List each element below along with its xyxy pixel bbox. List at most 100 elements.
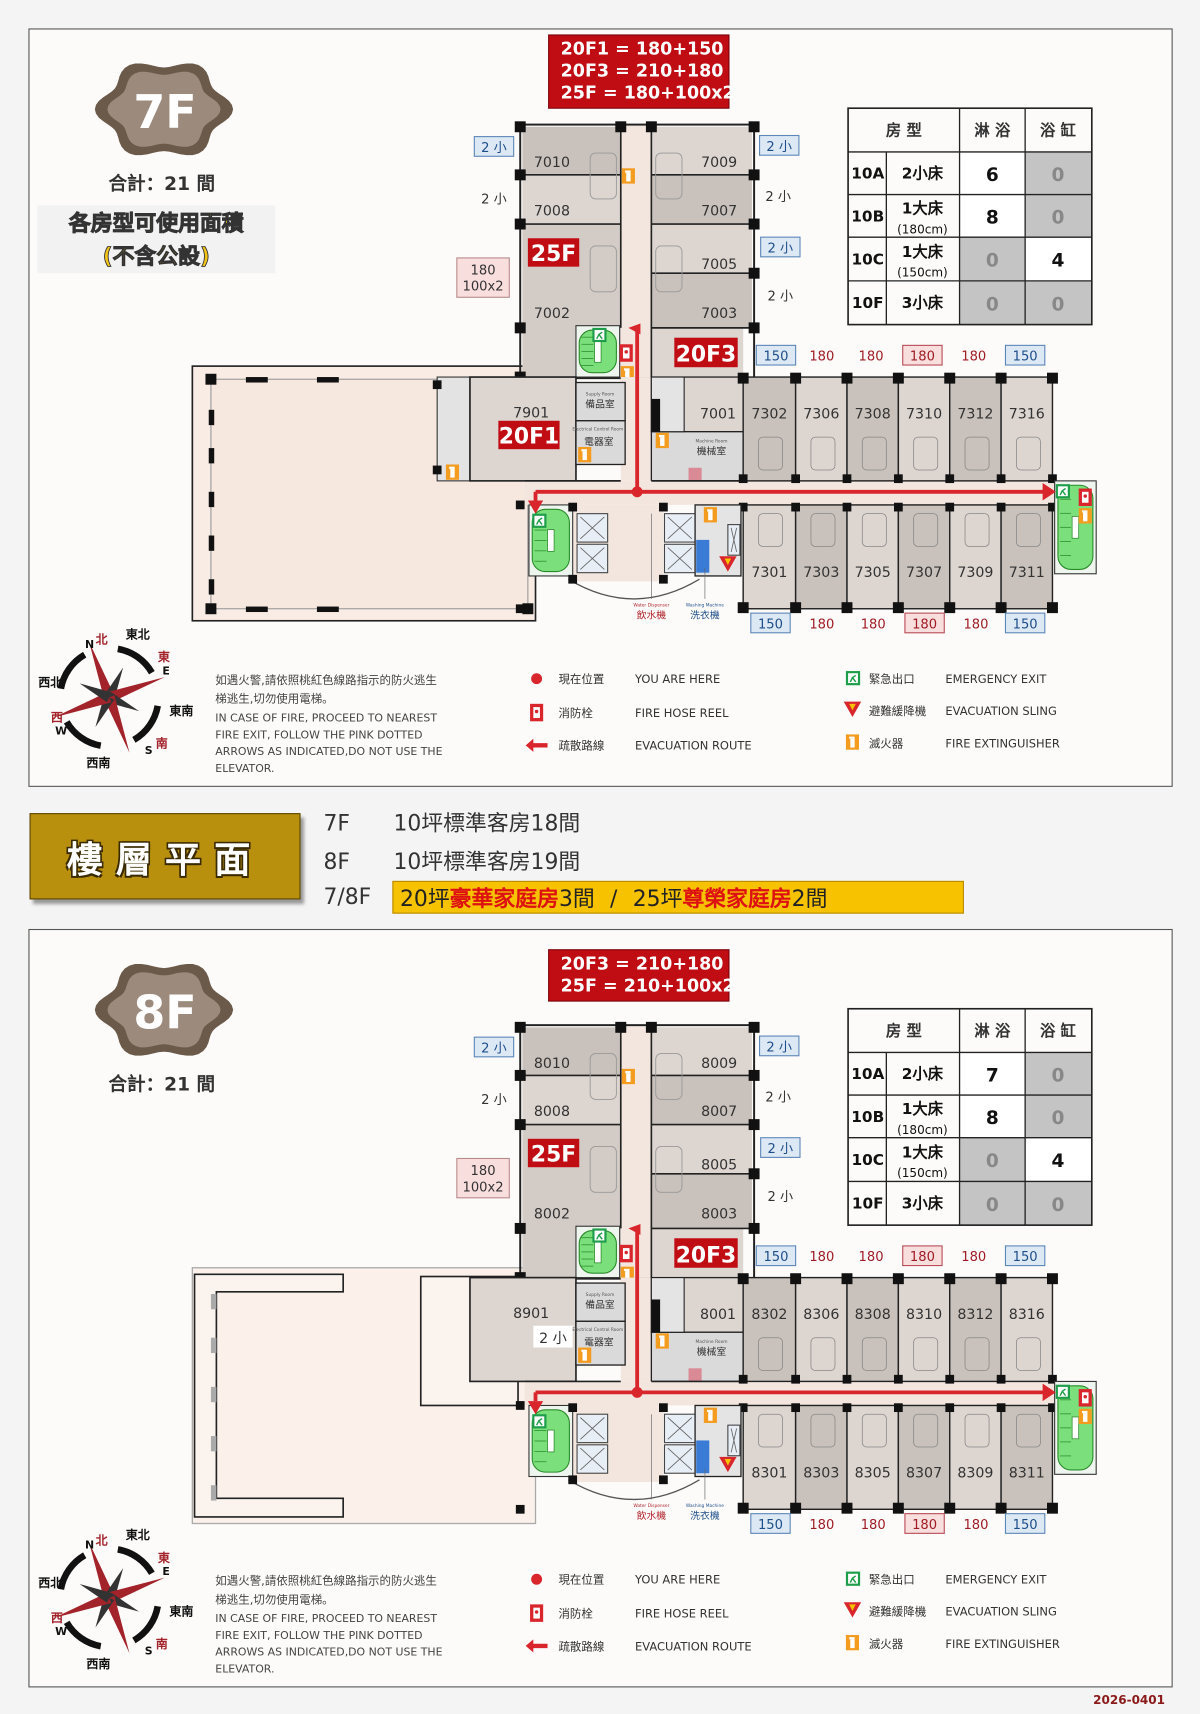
compass-label: 南: [156, 736, 168, 751]
bed-tag: 180: [471, 263, 496, 278]
icon-figure: [596, 1232, 603, 1240]
room-number: 7303: [803, 565, 839, 581]
column: [659, 1475, 668, 1485]
bed-tag-box: [760, 236, 801, 258]
bed-tag: 150: [1013, 1518, 1038, 1533]
bed-tag-box: [473, 136, 515, 157]
icon-shape: [1083, 512, 1088, 522]
table-header: 浴 缸: [1040, 1022, 1077, 1040]
elevator-x: [730, 1428, 738, 1453]
floor-badge-label: 7F: [133, 85, 196, 139]
red-dot-icon: [531, 1573, 543, 1585]
bed-tag: 2 小: [766, 139, 792, 155]
bed-tag: 2 小: [768, 289, 794, 305]
bathtub-count: 4: [1051, 1151, 1064, 1172]
icon-shape: [1081, 510, 1088, 513]
fire-notice-en: IN CASE OF FIRE, PROCEED TO NEAREST: [215, 1612, 437, 1625]
bed-tag-box: [755, 1245, 797, 1267]
facility-label: 飲水機: [637, 1509, 667, 1522]
legend-label-zh: 疏散路線: [558, 1639, 604, 1653]
compass-point: [107, 677, 165, 703]
floor-plan-title: 樓層平面: [66, 837, 264, 881]
table-header: 房 型: [886, 1022, 922, 1040]
compass-label: 西北: [38, 1575, 62, 1590]
room: [522, 1075, 621, 1125]
elevator: [727, 524, 741, 556]
compass-ring: [117, 1546, 155, 1575]
bathroom-outline: [1016, 1413, 1041, 1448]
column: [514, 1119, 526, 1131]
column: [738, 1403, 748, 1413]
column: [514, 322, 526, 334]
table-cell: [1025, 280, 1092, 325]
column: [841, 602, 853, 614]
legend-label-en: YOU ARE HERE: [634, 1573, 720, 1587]
room: [897, 1404, 951, 1511]
column: [515, 500, 525, 510]
legend-label-zh: 消防栓: [558, 706, 593, 720]
compass-ring: [132, 705, 161, 743]
icon-shape: [659, 1335, 665, 1338]
table-cell: [1025, 1052, 1092, 1096]
room-type-code: 10C: [852, 1151, 885, 1169]
column: [515, 1504, 525, 1514]
evacuation-sling-icon: [843, 1602, 862, 1618]
elevator-x: [580, 516, 605, 540]
area-note-text: 各房型可使用面積: [68, 211, 244, 237]
fire-hose-reel-icon: [619, 1244, 633, 1263]
stair-well: [1071, 1416, 1080, 1440]
facility-label: 備品室: [585, 1298, 615, 1311]
icon-shape: [625, 1271, 630, 1280]
compass-label: 東南: [169, 703, 193, 718]
room: [897, 1276, 951, 1383]
fire-extinguisher-icon: [621, 168, 635, 184]
table-cell: [1025, 1095, 1092, 1138]
compass-point: [107, 1577, 165, 1603]
room: [651, 174, 752, 225]
compass-label: 西北: [38, 674, 62, 689]
legend-label-en: FIRE EXTINGUISHER: [945, 737, 1060, 751]
compass-ring: [57, 1552, 87, 1590]
room-total: 合計：21 間: [108, 1074, 215, 1096]
room-number: 8008: [534, 1104, 570, 1120]
room: [522, 1027, 621, 1076]
legend-label-en: FIRE EXTINGUISHER: [945, 1637, 1060, 1651]
suite-label: 20F3: [676, 343, 737, 368]
area-note-text: (不含公設): [103, 243, 210, 269]
icon-dot: [534, 1610, 539, 1614]
you-are-here-dot: [631, 486, 643, 498]
icon-shape: [850, 1639, 855, 1649]
bed-tag: 180: [961, 350, 986, 365]
bathroom-outline: [861, 436, 887, 471]
icon-shape: [849, 1604, 856, 1611]
room: [949, 504, 1002, 610]
column: [841, 1502, 853, 1514]
room-number: 7311: [1009, 565, 1045, 581]
room-number: 8010: [534, 1056, 570, 1072]
compass-point: [95, 694, 115, 727]
bathtub-count: 4: [1051, 251, 1064, 272]
bathroom-outline: [655, 1053, 683, 1100]
bed-formula-line: 20F3 = 210+180: [561, 954, 724, 974]
room: [742, 504, 797, 610]
bed-type: 2小床: [902, 165, 944, 183]
room-number: 8308: [855, 1307, 891, 1323]
bathroom-outline: [913, 1413, 939, 1448]
column: [568, 502, 578, 512]
icon-figure: [535, 1417, 543, 1426]
compass-label: N: [85, 1539, 94, 1552]
column: [515, 604, 525, 614]
table-cell: [959, 151, 1026, 195]
column: [1046, 1273, 1058, 1285]
compass-label: E: [162, 664, 169, 677]
column: [892, 1502, 904, 1514]
room-number: 7008: [534, 203, 570, 219]
bed-tag-box: [759, 134, 800, 156]
room-number: 7307: [906, 565, 942, 581]
